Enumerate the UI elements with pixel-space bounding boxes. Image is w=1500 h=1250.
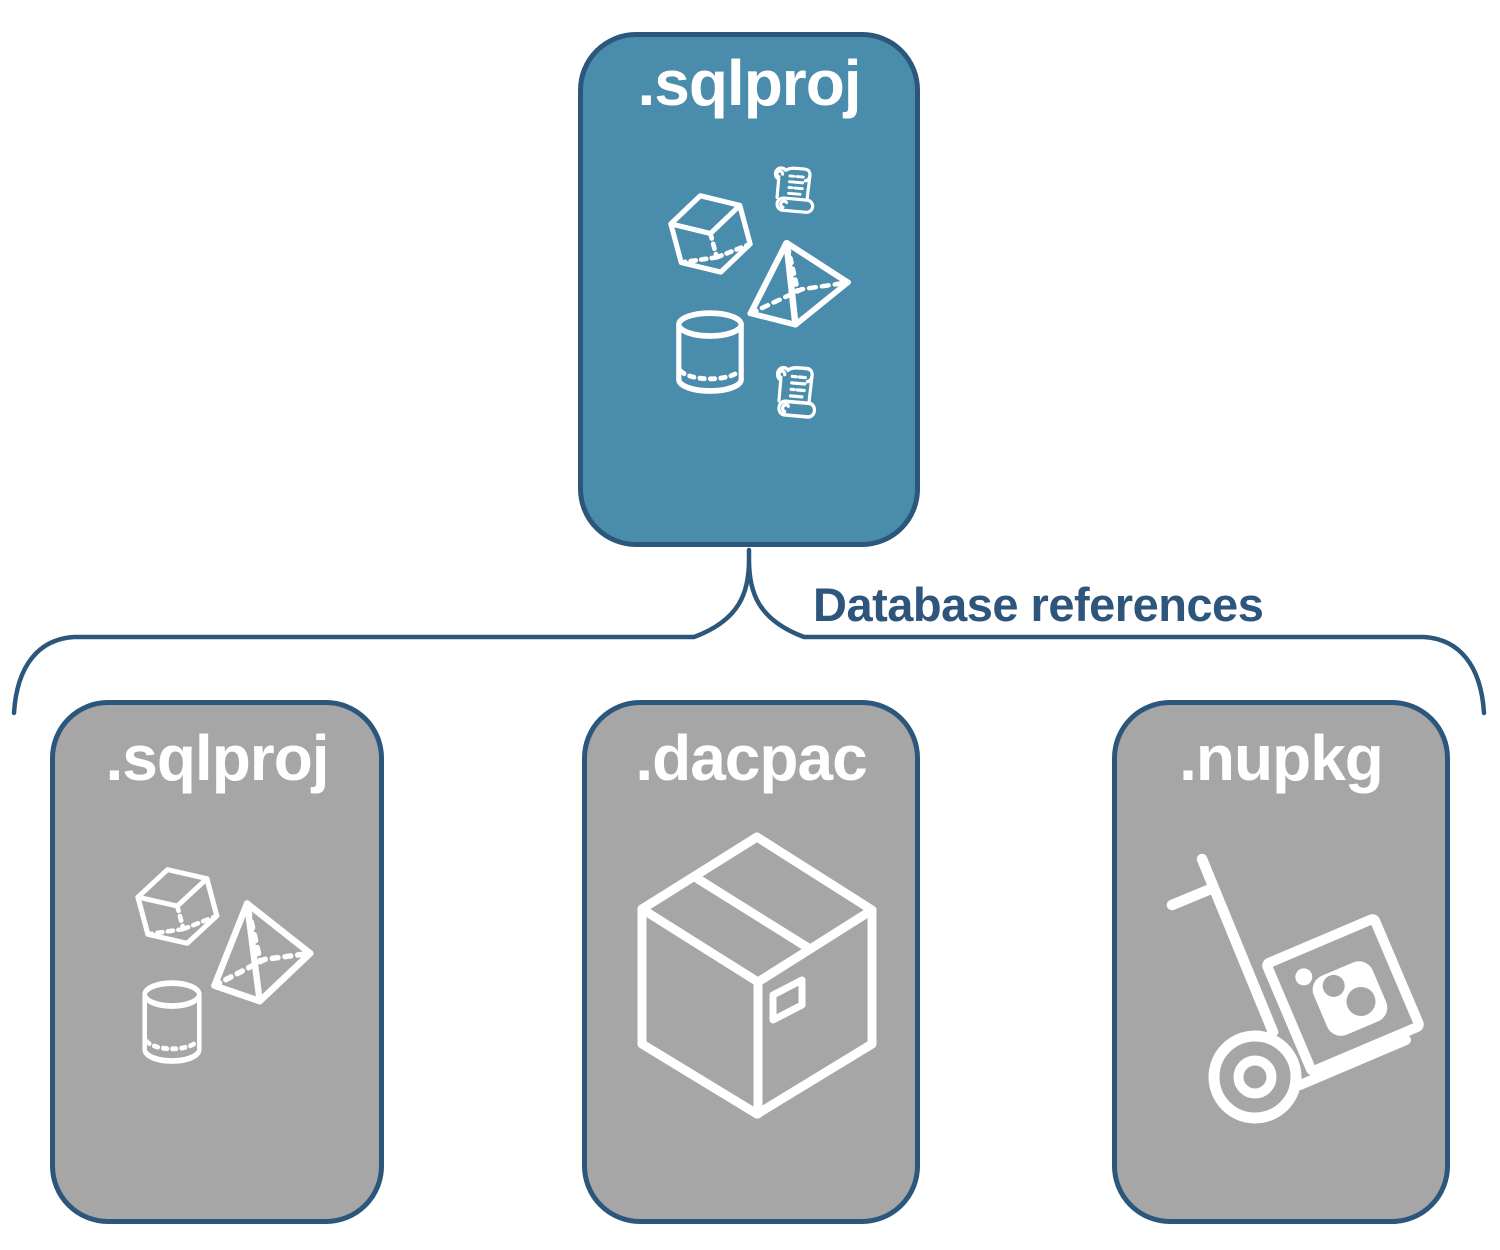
child-node-label: .dacpac [635,722,867,794]
pyramid-icon [737,231,854,334]
nuget-logo [1312,961,1388,1036]
cylinder-icon [145,983,200,1061]
nuget-hand-truck-icon [1166,853,1424,1124]
handtruck-wheel [1208,1030,1302,1124]
root-node-label: .sqlproj [637,47,861,119]
handtruck-grip [1166,882,1219,911]
child-node-label: .nupkg [1179,722,1384,794]
handtruck-base-rail [1295,1035,1411,1090]
cube-icon [666,187,755,282]
cylinder-icon [679,313,741,391]
child-node-label: .sqlproj [105,722,329,794]
handtruck-rail [1196,853,1279,1038]
sql-project-objects-icon [128,858,318,1073]
nuget-package [1262,914,1424,1076]
connector-label: Database references [813,578,1264,631]
cube-icon [133,860,222,952]
scroll-icon [770,164,818,215]
node-root-sqlproj: .sqlproj [578,32,920,547]
node-child-dacpac: .dacpac [582,700,920,1224]
package-box-icon [637,832,877,1119]
sql-project-objects-icon [655,164,855,420]
node-child-nupkg: .nupkg [1112,700,1450,1224]
scroll-icon [772,364,820,420]
node-child-sqlproj: .sqlproj [50,700,384,1224]
